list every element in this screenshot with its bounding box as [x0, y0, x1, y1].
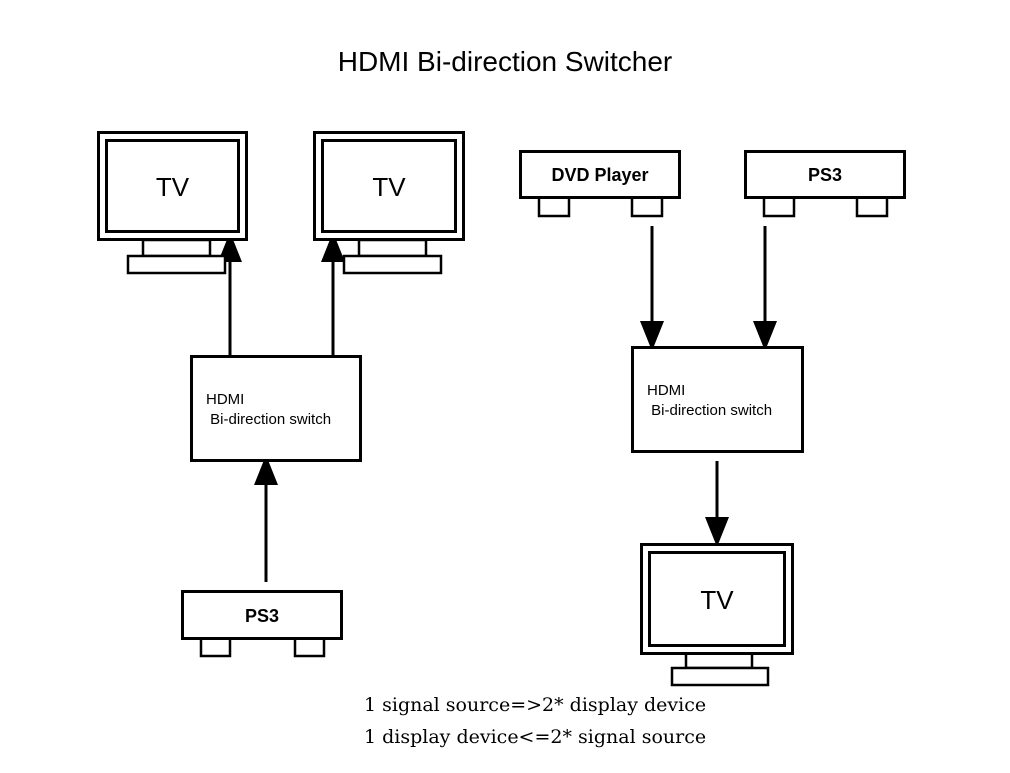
footer-line-2: 1 display device<=2* signal source	[364, 726, 707, 748]
ps3-left-feet	[199, 636, 326, 658]
tv1-monitor: TV	[97, 131, 248, 241]
switch-left-line1: HDMI	[206, 391, 245, 408]
tv1-label: TV	[155, 172, 190, 202]
page-title: HDMI Bi-direction Switcher	[337, 46, 673, 77]
ps3-right-device: PS3	[744, 150, 906, 199]
dvd-player-feet	[537, 195, 664, 218]
ps3-right-feet	[762, 195, 889, 218]
dvd-player-label: DVD Player	[551, 165, 649, 185]
hdmi-switch-left: HDMI Bi-direction switch	[190, 355, 362, 462]
hdmi-switch-right: HDMI Bi-direction switch	[631, 346, 804, 453]
switch-right-line1: HDMI	[647, 382, 686, 399]
tv2-label: TV	[372, 172, 406, 202]
dvd-player-device: DVD Player	[519, 150, 681, 199]
tv2-stand	[342, 238, 443, 275]
ps3-left-device: PS3	[181, 590, 343, 640]
switch-left-line2: Bi-direction switch	[206, 411, 332, 428]
tv-right-screen: TV	[648, 551, 786, 647]
footer-line-1: 1 signal source=>2* display device	[364, 694, 707, 716]
tv-right-monitor: TV	[640, 543, 794, 655]
ps3-left-label: PS3	[244, 606, 280, 626]
ps3-right-label: PS3	[807, 165, 843, 185]
tv-right-label: TV	[700, 585, 734, 615]
tv2-monitor: TV	[313, 131, 465, 241]
tv1-stand	[126, 238, 227, 275]
tv2-screen: TV	[321, 139, 457, 233]
tv1-screen: TV	[105, 139, 240, 233]
switch-right-line2: Bi-direction switch	[647, 402, 773, 419]
tv-right-stand	[670, 651, 770, 687]
